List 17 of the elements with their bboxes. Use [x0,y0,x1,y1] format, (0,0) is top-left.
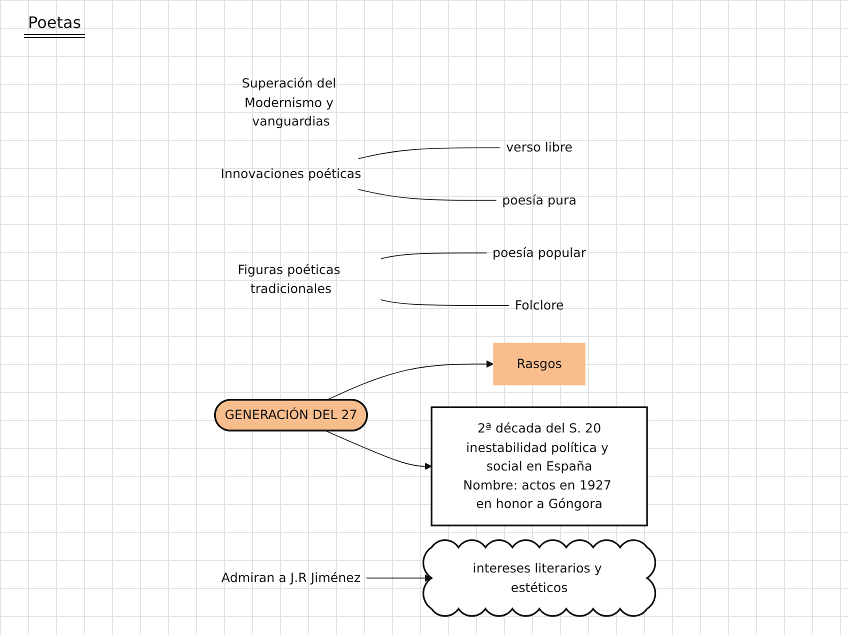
node-text: Figuras poéticas tradicionales [238,262,340,296]
node-text: verso libre [506,140,573,156]
node-box: intereses literarios y estéticos [422,539,656,617]
node-box: 2ª década del S. 20 inestabilidad política y social en España Nombre: actos en 1927 en honor a Góngora [430,406,648,526]
node-text: poesía pura [502,192,576,208]
node-text: Innovaciones poéticas [220,166,362,182]
node-text: Folclore [514,298,564,313]
connector [380,252,488,260]
node-text: Admiran a J.R Jiménez [221,570,361,586]
section-heading: Poetas [24,12,86,38]
connector [380,299,510,306]
node-text: Superación del Modernismo y vanguardias [242,76,336,129]
node-text: poesía popular [492,245,586,260]
arrow [326,430,432,470]
node-box: Rasgos [493,342,586,386]
connector [358,147,501,160]
connector [358,189,497,201]
